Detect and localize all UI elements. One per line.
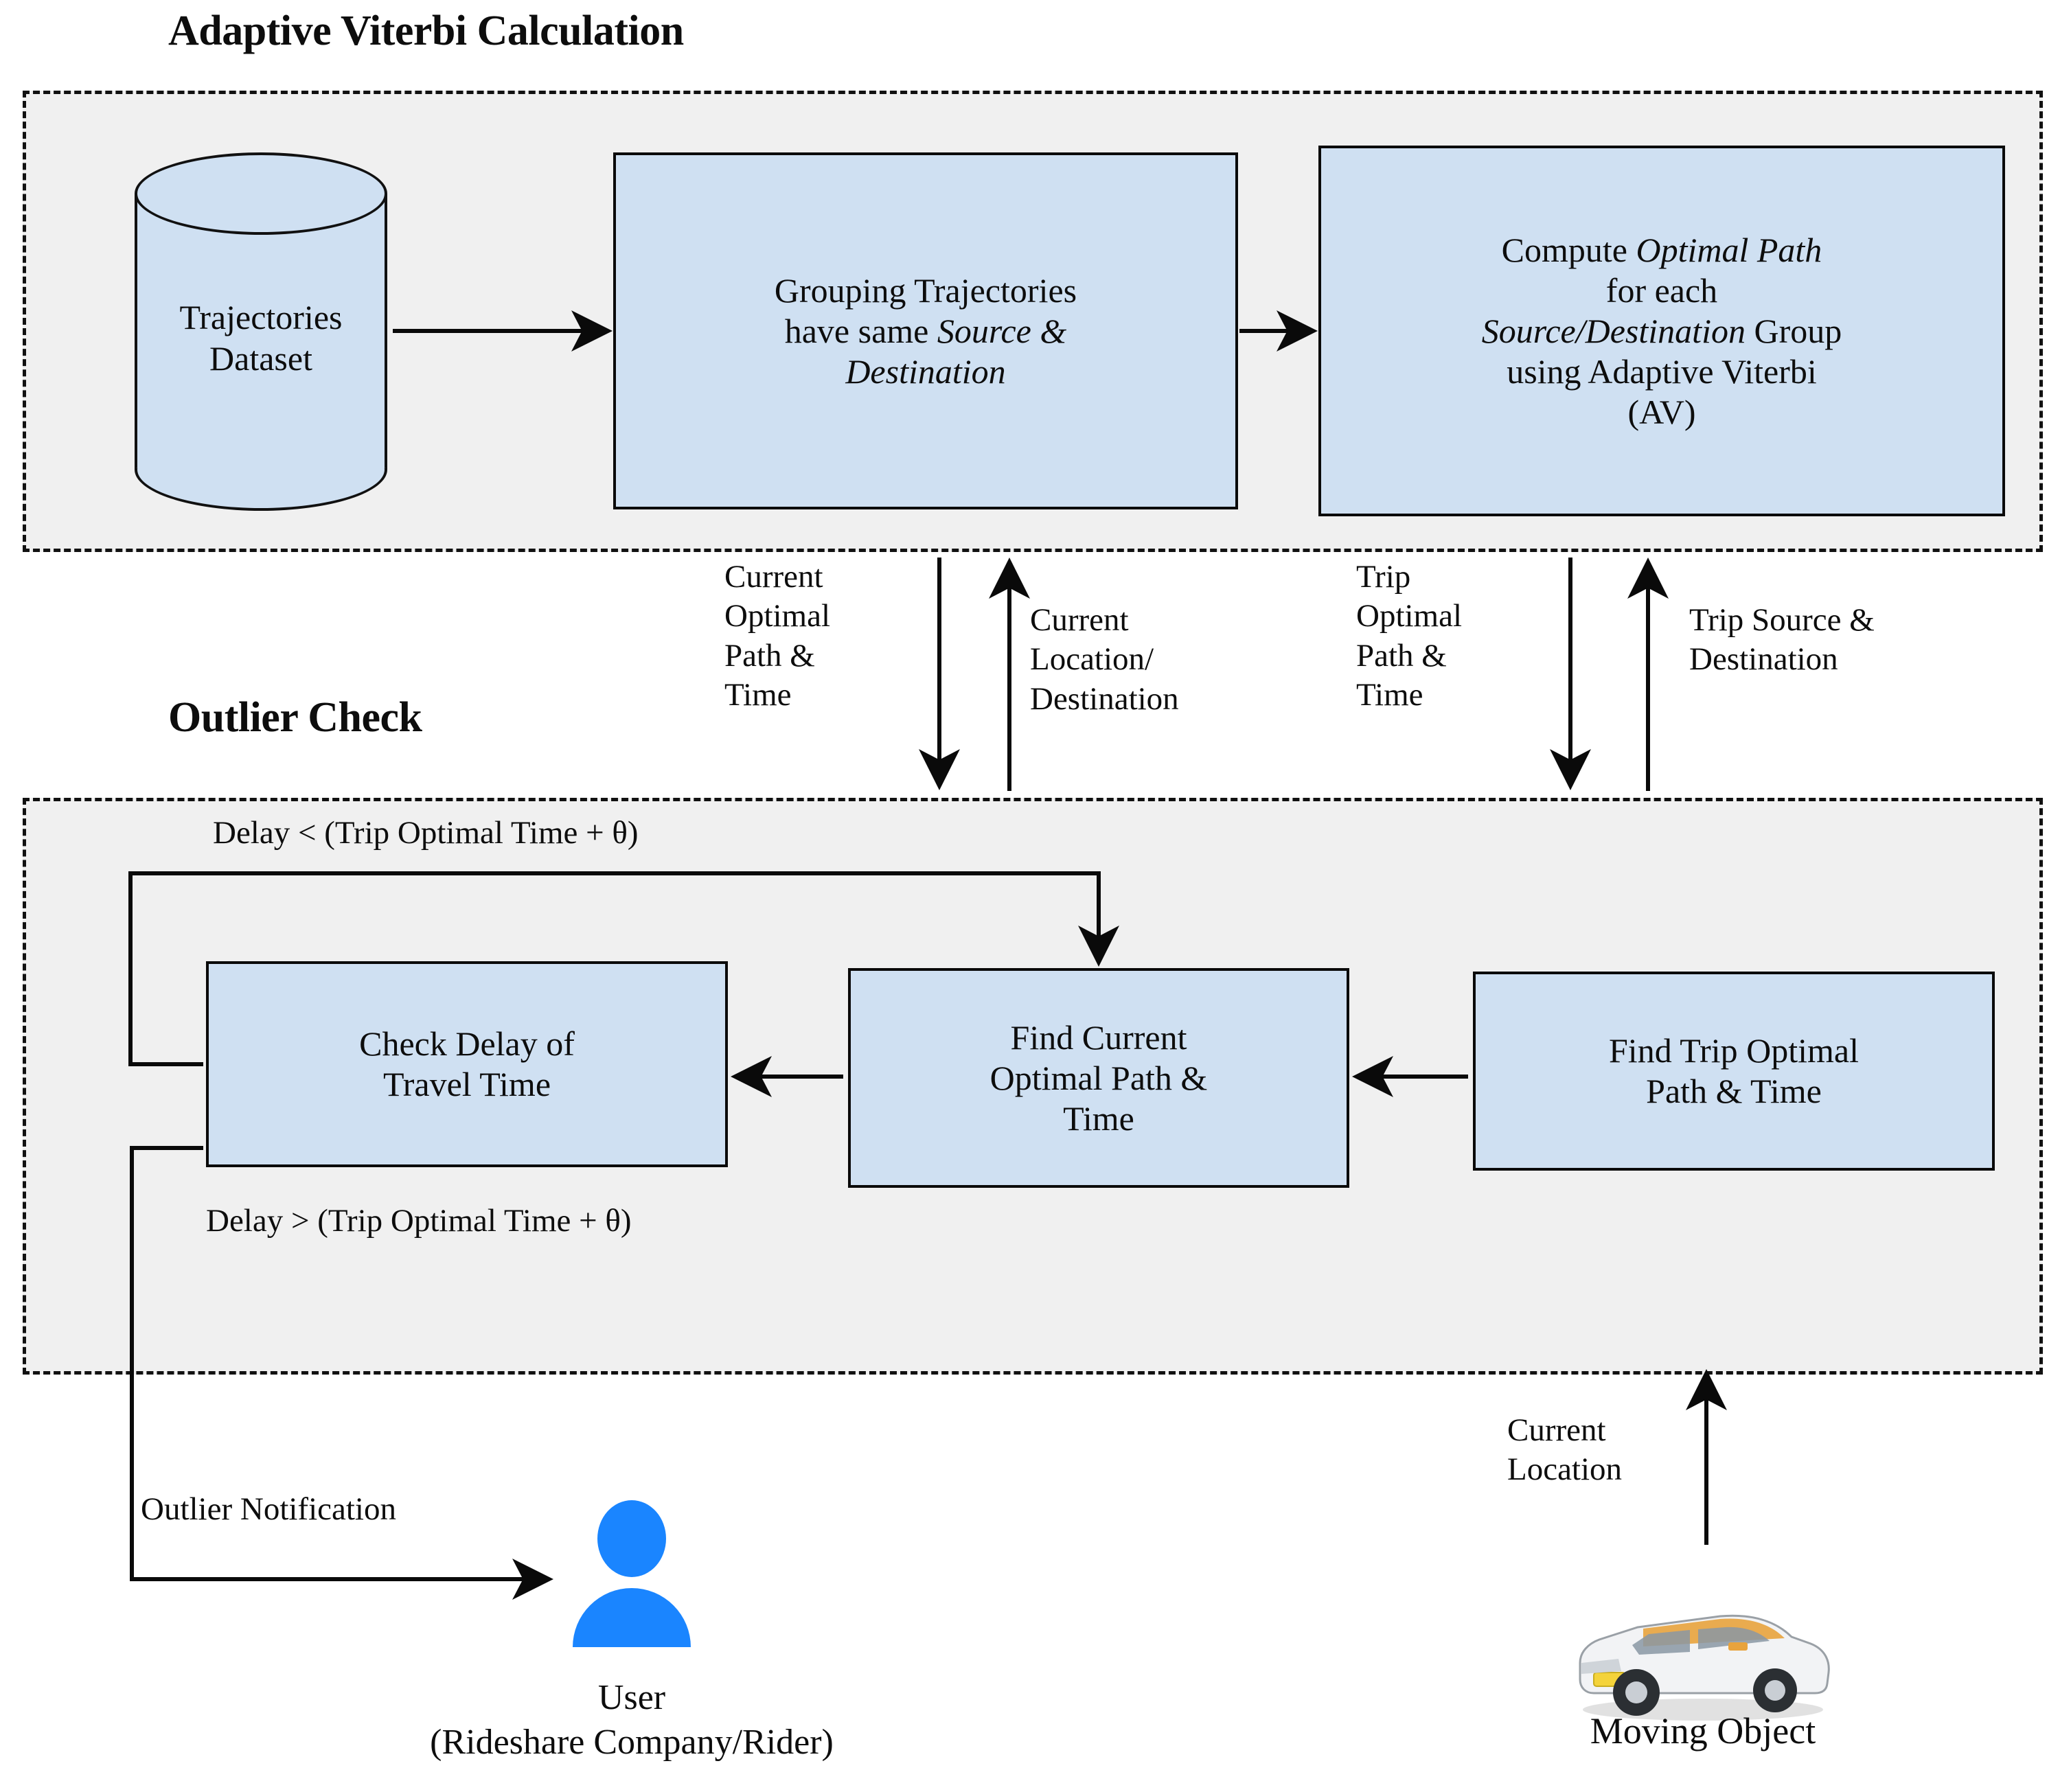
cylinder-top-ellipse [135, 152, 387, 235]
edge-label-current-location: Current Location [1507, 1412, 1623, 1488]
compute-optimal-path-text: Compute Optimal Path for each Source/Des… [1482, 230, 1842, 433]
group-line1: Grouping Trajectories [774, 271, 1077, 310]
compute-line3a: Source/Destination [1481, 311, 1746, 350]
user-avatar-icon [563, 1500, 700, 1647]
edge-label-delay-greater-than: Delay > (Trip Optimal Time + θ) [206, 1203, 632, 1239]
edge-label-current-optimal-path-time: Current Optimal Path & Time [724, 559, 831, 713]
edge-label-trip-source-destination: Trip Source & Destination [1689, 602, 1875, 678]
car-icon [1579, 1614, 1830, 1721]
edge-label-trip-optimal-path-time: Trip Optimal Path & Time [1356, 559, 1463, 713]
compute-line4: using Adaptive Viterbi [1507, 352, 1817, 391]
cylinder-label: Trajectories Dataset [135, 297, 387, 379]
edge-label-current-location-destination: Current Location/ Destination [1030, 602, 1179, 717]
cylinder-label-line2: Dataset [209, 339, 312, 378]
grouping-trajectories-text: Grouping Trajectories have same Source &… [775, 271, 1077, 392]
compute-line3b: Group [1745, 311, 1842, 350]
moving-object-caption: Moving Object [1590, 1710, 1816, 1751]
group-line2a: have same [784, 311, 937, 350]
cylinder-body [135, 194, 387, 470]
check-delay-text: Check Delay of Travel Time [359, 1024, 575, 1103]
user-caption-line2: (Rideshare Company/Rider) [430, 1723, 834, 1762]
edge-label-outlier-notification: Outlier Notification [141, 1491, 396, 1527]
find-trip-optimal-path-time-box[interactable]: Find Trip Optimal Path & Time [1473, 972, 1995, 1171]
grouping-trajectories-box[interactable]: Grouping Trajectories have same Source &… [613, 152, 1238, 509]
edge-label-delay-less-than: Delay < (Trip Optimal Time + θ) [213, 815, 639, 851]
find-current-text: Find Current Optimal Path & Time [989, 1018, 1208, 1138]
avatar-shoulders [573, 1588, 691, 1647]
user-caption-line1: User [597, 1678, 666, 1717]
compute-line1b: Optimal Path [1636, 230, 1822, 269]
check-delay-of-travel-time-box[interactable]: Check Delay of Travel Time [206, 961, 728, 1167]
compute-line1a: Compute [1501, 230, 1636, 269]
compute-line5: (AV) [1627, 392, 1696, 431]
user-caption: User (Rideshare Company/Rider) [330, 1675, 934, 1765]
compute-line2: for each [1605, 271, 1718, 310]
section-title-outlier-check: Outlier Check [168, 694, 422, 741]
group-line2b: Source & [937, 311, 1067, 350]
trajectories-dataset-cylinder[interactable]: Trajectories Dataset [135, 152, 387, 511]
group-line3: Destination [845, 352, 1006, 391]
find-trip-text: Find Trip Optimal Path & Time [1609, 1031, 1859, 1110]
compute-optimal-path-box[interactable]: Compute Optimal Path for each Source/Des… [1318, 146, 2005, 516]
find-current-optimal-path-time-box[interactable]: Find Current Optimal Path & Time [848, 968, 1349, 1188]
avatar-head [597, 1500, 666, 1577]
cylinder-label-line1: Trajectories [179, 298, 343, 336]
section-title-adaptive-viterbi: Adaptive Viterbi Calculation [168, 8, 684, 54]
